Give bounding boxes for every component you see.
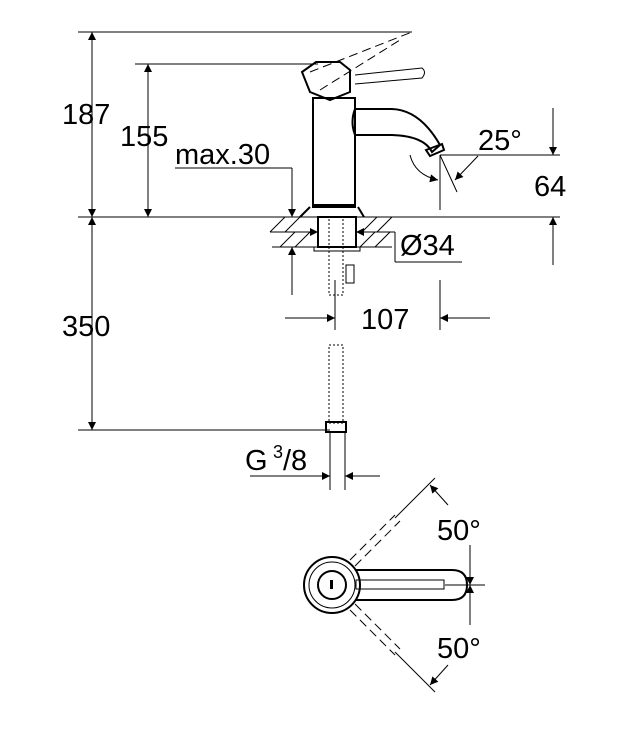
label-155: 155: [120, 121, 168, 153]
label-64: 64: [534, 171, 566, 203]
dimension-350: 350: [62, 217, 110, 430]
dimension-25deg: 25°: [409, 125, 522, 210]
label-thread-num: 3: [273, 442, 283, 462]
dimension-max30: max.30: [175, 139, 330, 295]
faucet-side-view: [269, 31, 446, 490]
dimension-107: 107: [285, 280, 490, 336]
dimension-187: 187: [62, 32, 110, 217]
dimension-64: 64: [534, 108, 566, 265]
label-350: 350: [62, 311, 110, 343]
label-25deg: 25°: [478, 125, 522, 157]
label-max30: max.30: [175, 139, 270, 171]
label-diameter-34: Ø34: [400, 230, 455, 262]
handle-top-view: 50° 50°: [303, 477, 485, 693]
label-thread-den: /8: [283, 445, 307, 477]
dimension-diameter-34: Ø34: [270, 228, 462, 263]
label-107: 107: [361, 304, 409, 336]
dimension-thread: G 3 /8: [245, 442, 380, 480]
label-50deg-top: 50°: [437, 515, 481, 547]
label-thread-g: G: [245, 445, 268, 477]
label-50deg-bottom: 50°: [437, 633, 481, 665]
label-187: 187: [62, 99, 110, 131]
dimension-155: 155: [120, 64, 168, 217]
